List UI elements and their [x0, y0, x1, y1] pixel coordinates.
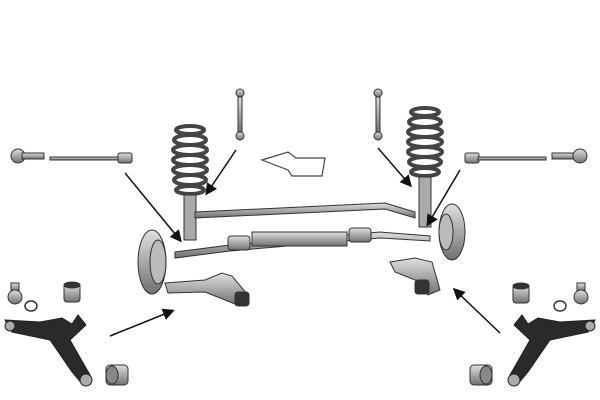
pointer-arrow: [124, 172, 182, 243]
stabilizer-bar-icon: [194, 202, 416, 219]
left-coil-spring-icon: [171, 124, 209, 241]
left-rear-bushing-icon: [105, 364, 129, 386]
left-tie-rod-icon: [49, 152, 133, 164]
steering-rack-icon: [174, 227, 431, 259]
right-bushing-icon: [512, 282, 530, 304]
pointer-arrow: [452, 287, 501, 334]
right-rear-bushing-icon: [469, 364, 493, 386]
left-ball-joint-icon: [7, 282, 23, 305]
pointer-arrows: [109, 147, 501, 337]
right-tie-rod-icon: [464, 152, 547, 164]
left-control-arm-assembled-icon: [164, 272, 250, 307]
right-o-ring-icon: [553, 300, 567, 312]
right-stabilizer-link-icon: [373, 88, 383, 141]
left-brake-disc-icon: [137, 229, 167, 295]
right-control-arm-assembled-icon: [389, 257, 441, 296]
right-brake-disc-icon: [438, 203, 466, 261]
pointer-arrow: [205, 149, 237, 196]
left-stabilizer-link-icon: [235, 88, 245, 141]
right-coil-spring-icon: [406, 106, 444, 228]
left-tie-rod-end-icon: [10, 148, 45, 164]
left-control-arm-icon: [4, 314, 93, 387]
pointer-arrow: [109, 308, 175, 337]
direction-arrow-icon: [260, 151, 326, 177]
right-tie-rod-end-icon: [551, 148, 588, 164]
right-ball-joint-icon: [573, 282, 589, 305]
left-o-ring-icon: [24, 300, 38, 312]
right-control-arm-icon: [507, 314, 596, 387]
left-bushing-icon: [63, 281, 81, 303]
pointer-arrow: [426, 169, 461, 227]
pointer-arrow: [377, 147, 412, 188]
